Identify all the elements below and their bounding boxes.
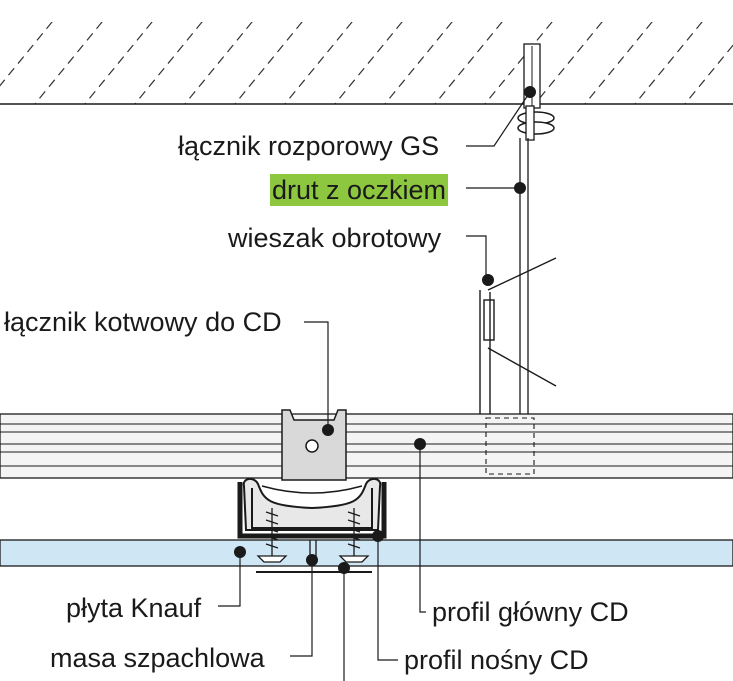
label-main-profile: profil główny CD bbox=[432, 597, 629, 627]
label-gs-anchor: łącznik rozporowy GS bbox=[178, 131, 440, 161]
main-profile-cd bbox=[0, 413, 733, 479]
label-hanger: wieszak obrotowy bbox=[228, 223, 442, 253]
leader-lines bbox=[218, 91, 531, 681]
label-filler: masa szpachlowa bbox=[50, 643, 265, 673]
label-board: płyta Knauf bbox=[66, 593, 202, 623]
drywall-screws bbox=[256, 508, 372, 573]
leader-dots bbox=[234, 86, 536, 574]
label-anchor-clip: łącznik kotwowy do CD bbox=[4, 307, 282, 337]
wire-rod bbox=[519, 138, 529, 420]
label-wire: drut z oczkiem bbox=[270, 174, 449, 206]
anchor-clip bbox=[281, 409, 347, 481]
rotary-hanger bbox=[479, 257, 557, 418]
label-bearing-profile: profil nośny CD bbox=[404, 645, 589, 675]
gypsum-board bbox=[0, 539, 733, 567]
bearing-profile-cd bbox=[237, 478, 387, 539]
concrete-slab bbox=[0, 22, 733, 105]
